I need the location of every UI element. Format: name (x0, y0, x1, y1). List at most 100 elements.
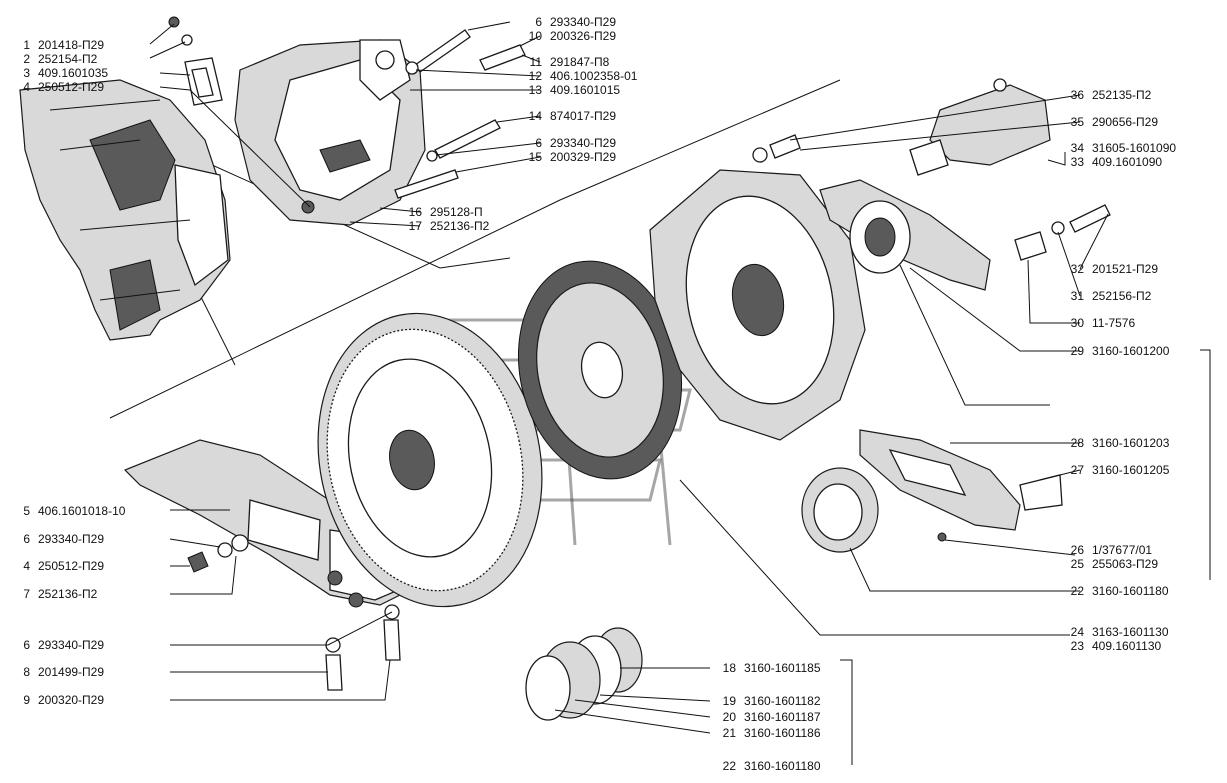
callout-number: 29 (1070, 344, 1084, 358)
callout-number: 30 (1070, 316, 1084, 330)
callout-6-mount: 6 293340-П29 (8, 532, 104, 546)
callout-number: 6 (23, 638, 30, 652)
bolts-parts-10-11 (405, 29, 526, 75)
callout-22-right: 22 3160-1601180 (1062, 584, 1169, 598)
callout-number: 21 (722, 726, 736, 740)
callout-code: 406.1002358-01 (550, 69, 638, 83)
rivet-part-26 (937, 532, 947, 542)
callout-code: 3160-1601180 (1092, 584, 1169, 598)
callout-code: 409.1601035 (38, 66, 109, 80)
callout-code: 3160-1601187 (744, 710, 821, 724)
callout-code: 252154-П2 (38, 52, 98, 66)
callout-code: 3160-1601185 (744, 661, 821, 675)
callout-11: 11 291847-П8 (520, 55, 610, 69)
clutch-disc-part-22 (517, 260, 683, 480)
callout-number: 11 (529, 55, 542, 69)
callout-code: 250512-П29 (38, 80, 105, 94)
callout-code: 3163-1601130 (1092, 625, 1169, 639)
callout-code: 200326-П29 (550, 29, 617, 43)
callout-number: 15 (528, 150, 542, 164)
callout-27: 27 3160-1601205 (1062, 463, 1170, 477)
callout-code: 293340-П29 (550, 15, 617, 29)
callout-code: 250512-П29 (38, 559, 105, 573)
callout-number: 22 (722, 759, 736, 773)
callout-number: 22 (1070, 584, 1084, 598)
callout-number: 4 (23, 80, 30, 94)
callout-code: 200320-П29 (38, 693, 105, 707)
callout-36: 36 252135-П2 (1062, 88, 1152, 102)
callout-number: 32 (1070, 262, 1084, 276)
callout-19: 19 3160-1601182 (714, 694, 821, 708)
callout-code: 291847-П8 (550, 55, 610, 69)
callout-number: 17 (408, 219, 422, 233)
callout-number: 28 (1070, 436, 1084, 450)
callout-number: 19 (722, 694, 736, 708)
fitting-parts-30-32 (1014, 204, 1111, 261)
callout-number: 36 (1070, 88, 1084, 102)
callout-code: 252135-П2 (1092, 88, 1152, 102)
callout-number: 33 (1070, 155, 1084, 169)
callout-number: 10 (528, 29, 542, 43)
callout-number: 24 (1070, 625, 1084, 639)
callout-code: 3160-1601180 (744, 759, 821, 773)
callout-code: 3160-1601200 (1092, 344, 1170, 358)
callout-code: 406.1601018-10 (38, 504, 126, 518)
gasket-part-3 (184, 57, 223, 106)
callout-15: 15 200329-П29 (520, 150, 616, 164)
callout-29: 29 3160-1601200 (1062, 344, 1170, 358)
release-bearing-fork-assembly (819, 179, 991, 291)
callout-code: 293340-П29 (550, 136, 617, 150)
bolts-parts-14-15 (394, 119, 501, 199)
callout-number: 26 (1070, 543, 1084, 557)
callout-number: 18 (722, 661, 736, 675)
callout-30: 30 11-7576 (1062, 316, 1136, 330)
bolt-washer-parts-35-36 (752, 134, 801, 163)
callout-number: 1 (23, 38, 30, 52)
pressure-plate-part-29 (649, 169, 866, 441)
callout-number: 34 (1070, 141, 1084, 155)
callout-number: 9 (23, 693, 30, 707)
callout-number: 27 (1070, 463, 1084, 477)
callout-code: 293340-П29 (38, 532, 105, 546)
callout-code: 3160-1601205 (1092, 463, 1170, 477)
callout-32: 32 201521-П29 (1062, 262, 1158, 276)
callout-code: 200329-П29 (550, 150, 617, 164)
callout-number: 3 (23, 66, 30, 80)
callout-code: 11-7576 (1092, 316, 1136, 330)
washer-part-2 (181, 34, 193, 46)
bolt-part-1 (168, 16, 180, 28)
slave-cylinder-parts-33-34 (909, 78, 1051, 176)
callout-code: 201521-П29 (1092, 262, 1159, 276)
callout-code: 201418-П29 (38, 38, 105, 52)
callout-code: 290656-П29 (1092, 115, 1159, 129)
callout-number: 23 (1070, 639, 1084, 653)
clutch-housing-part-13 (234, 39, 426, 226)
flywheel-part-24 (317, 312, 543, 608)
callout-number: 13 (528, 83, 542, 97)
callout-number: 35 (1070, 115, 1084, 129)
callout-number: 7 (23, 587, 30, 601)
bearing-stack-parts-18-21 (525, 627, 643, 721)
callout-22-bottom: 22 3160-1601180 (714, 759, 821, 773)
callout-code: 3160-1601182 (744, 694, 821, 708)
callout-1: 1 201418-П29 (8, 38, 104, 52)
callout-code: 252136-П2 (38, 587, 98, 601)
callout-number: 6 (23, 532, 30, 546)
callout-24: 24 3163-1601130 (1062, 625, 1169, 639)
